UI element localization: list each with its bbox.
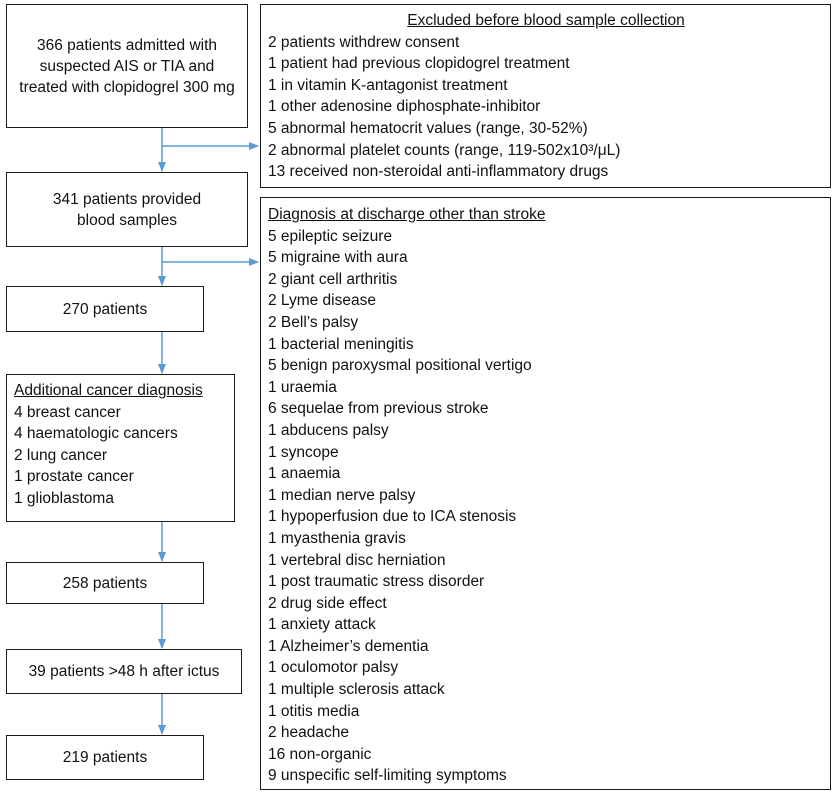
diagnosis-title: Diagnosis at discharge other than stroke [268, 206, 546, 223]
box-diagnosis-other: Diagnosis at discharge other than stroke… [260, 197, 831, 790]
box-219-text: 219 patients [62, 749, 148, 766]
diagnosis-item: 1 vertebral disc herniation [268, 551, 446, 569]
diagnosis-item: 1 bacterial meningitis [268, 335, 414, 353]
diagnosis-item: 5 benign paroxysmal positional vertigo [268, 357, 532, 375]
box-219-patients: 219 patients [6, 735, 204, 780]
box-341-text: 341 patients provided blood samples [52, 190, 202, 229]
diagnosis-item: 1 otitis media [268, 702, 360, 720]
cancer-item: 1 glioblastoma [14, 489, 114, 507]
diagnosis-item: 1 multiple sclerosis attack [268, 681, 445, 699]
box-258-patients: 258 patients [6, 562, 204, 604]
excluded-item: 2 abnormal platelet counts (range, 119-5… [268, 141, 621, 159]
diagnosis-item: 2 giant cell arthritis [268, 270, 398, 288]
diagnosis-item: 1 syncope [268, 443, 339, 461]
box-366-patients: 366 patients admitted with suspected AIS… [6, 4, 248, 128]
box-39-patients: 39 patients >48 h after ictus [6, 649, 242, 694]
cancer-item: 4 haematologic cancers [14, 425, 178, 443]
diagnosis-item: 2 Bell’s palsy [268, 313, 359, 331]
excluded-item: 2 patients withdrew consent [268, 33, 460, 51]
diagnosis-item: 1 anxiety attack [268, 616, 376, 634]
box-39-text: 39 patients >48 h after ictus [28, 663, 220, 680]
box-270-patients: 270 patients [6, 286, 204, 332]
diagnosis-item: 16 non-organic [268, 745, 372, 763]
cancer-item: 4 breast cancer [14, 403, 121, 421]
cancer-item: 2 lung cancer [14, 446, 108, 464]
diagnosis-item: 5 migraine with aura [268, 249, 408, 267]
excluded-item: 1 other adenosine diphosphate-inhibitor [268, 98, 541, 116]
diagnosis-item: 5 epileptic seizure [268, 227, 393, 245]
diagnosis-item: 1 oculomotor palsy [268, 659, 399, 677]
diagnosis-item: 6 sequelae from previous stroke [268, 400, 489, 418]
box-366-text: 366 patients admitted with suspected AIS… [19, 36, 235, 96]
box-341-patients: 341 patients provided blood samples [6, 172, 248, 247]
excluded-item: 1 in vitamin K-antagonist treatment [268, 76, 508, 94]
diagnosis-item: 1 abducens palsy [268, 421, 389, 439]
excluded-item: 13 received non-steroidal anti-inflammat… [268, 163, 609, 181]
excluded-title: Excluded before blood sample collection [407, 12, 685, 29]
diagnosis-item: 1 hypoperfusion due to ICA stenosis [268, 508, 517, 526]
excluded-item: 1 patient had previous clopidogrel treat… [268, 55, 570, 73]
diagnosis-item: 1 uraemia [268, 378, 337, 396]
diagnosis-item: 1 myasthenia gravis [268, 529, 406, 547]
box-270-text: 270 patients [62, 300, 148, 318]
diagnosis-item: 1 post traumatic stress disorder [268, 573, 485, 591]
box-excluded: Excluded before blood sample collection … [260, 4, 831, 188]
cancer-title: Additional cancer diagnosis [14, 382, 203, 399]
diagnosis-item: 1 median nerve palsy [268, 486, 416, 504]
diagnosis-item: 1 anaemia [268, 465, 341, 483]
diagnosis-item: 2 headache [268, 724, 350, 742]
box-258-text: 258 patients [62, 574, 148, 592]
diagnosis-item: 1 Alzheimer’s dementia [268, 637, 429, 655]
diagnosis-item: 9 unspecific self-limiting symptoms [268, 767, 507, 785]
excluded-item: 5 abnormal hematocrit values (range, 30-… [268, 119, 588, 137]
diagnosis-item: 2 Lyme disease [268, 292, 376, 310]
cancer-item: 1 prostate cancer [14, 468, 134, 486]
diagnosis-item: 2 drug side effect [268, 594, 387, 612]
box-cancer-diagnosis: Additional cancer diagnosis 4 breast can… [6, 374, 235, 522]
